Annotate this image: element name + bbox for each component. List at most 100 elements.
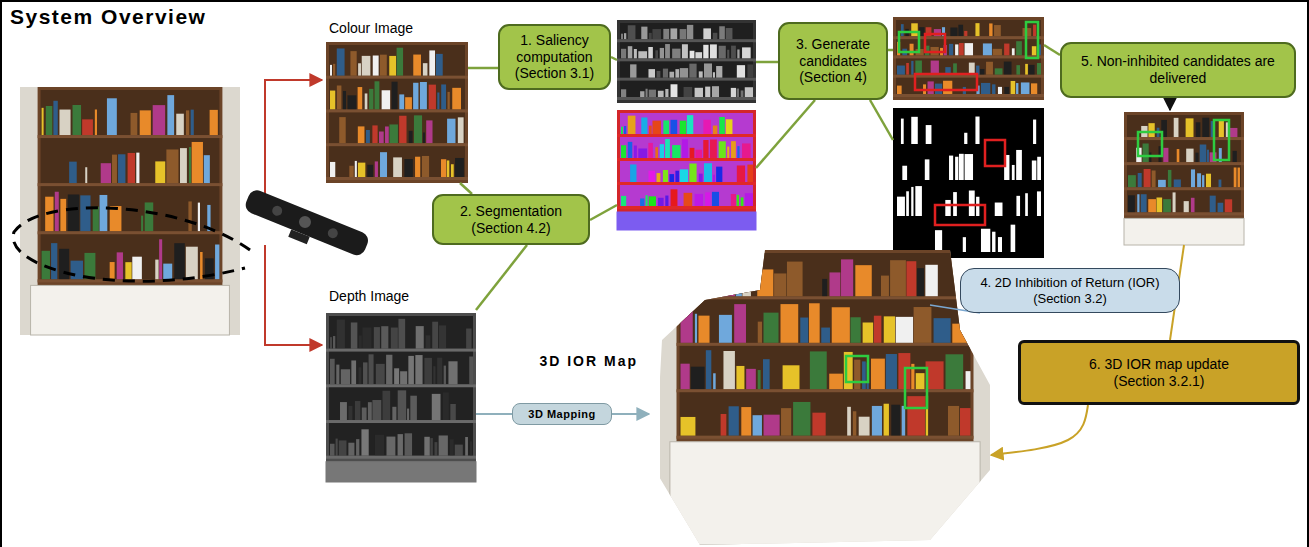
flow-arrow bbox=[1169, 98, 1171, 110]
colour-image bbox=[426, 120, 432, 143]
saliency-image bbox=[660, 48, 664, 59]
colour-image bbox=[382, 90, 391, 109]
saliency-image bbox=[710, 44, 717, 58]
kinect-camera bbox=[243, 188, 371, 258]
candidates-image bbox=[1032, 46, 1037, 55]
segmentation-image bbox=[680, 121, 687, 134]
depth-image bbox=[375, 435, 384, 456]
depth-image bbox=[330, 359, 335, 385]
map-render bbox=[695, 314, 697, 343]
map-render bbox=[793, 402, 810, 436]
depth-image bbox=[410, 396, 417, 420]
saliency-image bbox=[671, 84, 678, 97]
delivered-image bbox=[1196, 122, 1201, 137]
candidates-image bbox=[1031, 83, 1037, 94]
colour-image bbox=[429, 50, 435, 75]
segmentation-image bbox=[620, 113, 753, 134]
map-render bbox=[960, 408, 971, 436]
binary-image bbox=[965, 154, 973, 180]
saliency-image bbox=[630, 64, 636, 77]
depth-image bbox=[326, 313, 476, 482]
delivered-image bbox=[1202, 175, 1204, 187]
scene-photo bbox=[53, 101, 57, 135]
candidates-image bbox=[1016, 83, 1018, 94]
colour-image bbox=[452, 88, 461, 110]
segmentation-image bbox=[640, 198, 644, 206]
map-render bbox=[741, 407, 751, 436]
binary-image bbox=[893, 108, 1044, 258]
depth-image bbox=[326, 313, 476, 462]
delivered-image bbox=[1127, 115, 1241, 137]
colour-image bbox=[448, 92, 450, 110]
map-render bbox=[758, 322, 762, 343]
segmentation-image bbox=[617, 110, 756, 230]
candidates-image bbox=[901, 24, 904, 36]
scene-photo bbox=[95, 109, 97, 135]
depth-image bbox=[341, 369, 350, 384]
scene-photo bbox=[101, 163, 111, 183]
colour-image bbox=[329, 146, 465, 177]
delivered-image bbox=[1124, 218, 1244, 245]
step-label: 2. Segmentation (Section 4.2) bbox=[437, 203, 585, 236]
depth-image bbox=[432, 322, 438, 349]
delivered-image bbox=[1128, 175, 1136, 187]
depth-image bbox=[329, 352, 473, 385]
scene-photo bbox=[188, 201, 191, 231]
segmentation-image bbox=[670, 120, 677, 134]
scene-photo bbox=[118, 154, 125, 183]
delivered-image bbox=[1168, 170, 1171, 187]
candidates-image bbox=[964, 31, 967, 36]
binary-image bbox=[959, 154, 964, 180]
map-render bbox=[917, 268, 924, 296]
map-render bbox=[681, 257, 683, 297]
binary-image bbox=[893, 216, 1044, 219]
delivered-image bbox=[1197, 173, 1201, 187]
colour-image bbox=[366, 130, 370, 143]
depth-image bbox=[340, 402, 347, 420]
map-render bbox=[757, 269, 773, 296]
colour-image bbox=[339, 117, 345, 143]
saliency-image bbox=[719, 46, 726, 59]
scene-photo bbox=[59, 249, 69, 280]
binary-image bbox=[902, 166, 907, 180]
map-render bbox=[746, 369, 756, 389]
map-render bbox=[907, 396, 925, 436]
scene-photo bbox=[131, 113, 138, 135]
binary-image bbox=[976, 234, 979, 252]
step-label: 6. 3D IOR map update (Section 3.2.1) bbox=[1069, 356, 1249, 389]
map-render bbox=[677, 436, 974, 439]
scene-photo bbox=[38, 135, 223, 138]
segmentation-image bbox=[617, 212, 756, 230]
connector bbox=[476, 245, 527, 310]
saliency-image bbox=[628, 46, 632, 58]
colour-image bbox=[375, 161, 378, 177]
delivered-image bbox=[1127, 165, 1241, 187]
candidate-box bbox=[846, 356, 868, 382]
map-render bbox=[681, 310, 693, 343]
segmentation-image bbox=[617, 134, 756, 137]
colour-image bbox=[399, 94, 404, 109]
binary-image bbox=[1004, 188, 1012, 216]
saliency-image bbox=[713, 33, 718, 39]
binary-image bbox=[911, 117, 918, 144]
binary-image bbox=[906, 191, 909, 216]
delivered-image bbox=[1186, 118, 1194, 137]
segmentation-image bbox=[689, 164, 696, 182]
saliency-image bbox=[682, 44, 688, 58]
scene-photo bbox=[189, 147, 191, 183]
colour-image bbox=[337, 48, 345, 75]
binary-image bbox=[1028, 195, 1034, 216]
colour-image bbox=[436, 54, 443, 76]
flow-line bbox=[888, 49, 893, 52]
binary-image bbox=[945, 200, 950, 216]
candidates-image bbox=[975, 23, 979, 36]
colour-image bbox=[326, 42, 468, 183]
segmentation-image bbox=[737, 195, 740, 206]
delivered-image bbox=[1137, 194, 1139, 212]
saliency-image bbox=[665, 44, 670, 58]
segmentation-image bbox=[695, 194, 703, 206]
map-render bbox=[855, 265, 871, 296]
depth-image bbox=[434, 442, 437, 456]
candidates-image bbox=[915, 60, 922, 74]
binary-image bbox=[1025, 193, 1028, 216]
